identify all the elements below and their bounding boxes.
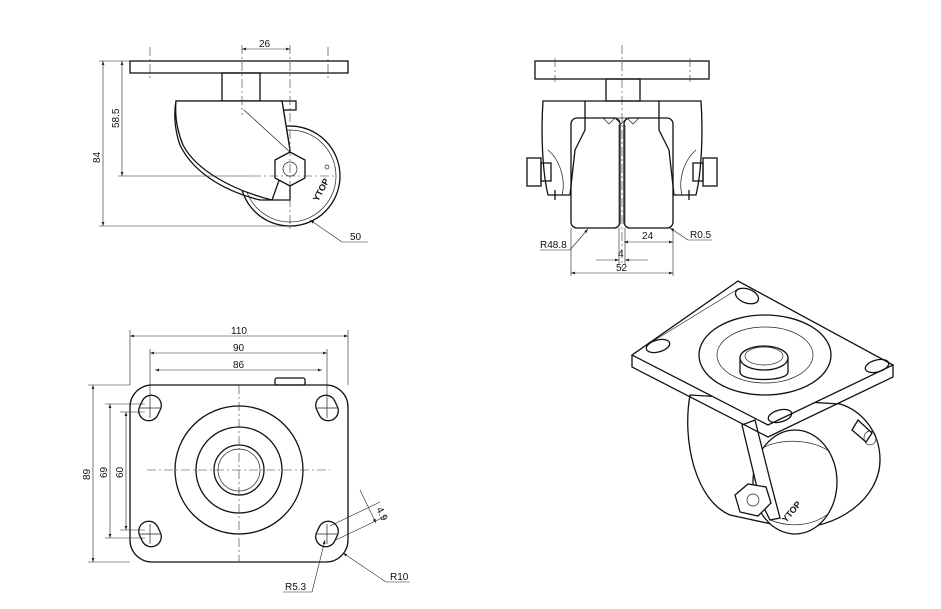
dim-top-radius-corner: R10 [390, 572, 409, 583]
dim-side-offset: 26 [259, 39, 271, 50]
brand-mark-side: YTOP [311, 177, 331, 203]
dim-top-radius-slot: R5.3 [285, 582, 307, 593]
top-view: 110 90 86 89 69 60 4.9 R5.3 [82, 326, 410, 593]
dim-front-width: 52 [616, 263, 628, 274]
dim-top-height-plate: 89 [82, 468, 93, 480]
dim-side-height-total: 84 [92, 151, 103, 163]
dim-top-hole-inner: 86 [233, 360, 245, 371]
side-view: YTOP 26 84 58.5 50 [92, 39, 368, 243]
dim-front-tread: 24 [642, 231, 654, 242]
dim-front-radius-edge: R0.5 [690, 230, 712, 241]
dim-front-radius-wheel: R48.8 [540, 240, 567, 251]
dim-front-gap: 4 [618, 249, 624, 260]
dim-side-wheel-dia: 50 [350, 232, 362, 243]
dim-top-hole-span-inner: 60 [115, 466, 126, 478]
dim-top-width-plate: 110 [231, 326, 247, 337]
dim-top-slot-width: 4.9 [373, 505, 389, 523]
dim-side-height-mount: 58.5 [111, 108, 122, 128]
dim-top-hole-outer: 90 [233, 343, 245, 354]
isometric-view: YTOP [630, 280, 895, 535]
dim-top-hole-span-outer: 69 [99, 466, 110, 478]
front-view: R48.8 24 R0.5 4 52 [526, 45, 718, 276]
